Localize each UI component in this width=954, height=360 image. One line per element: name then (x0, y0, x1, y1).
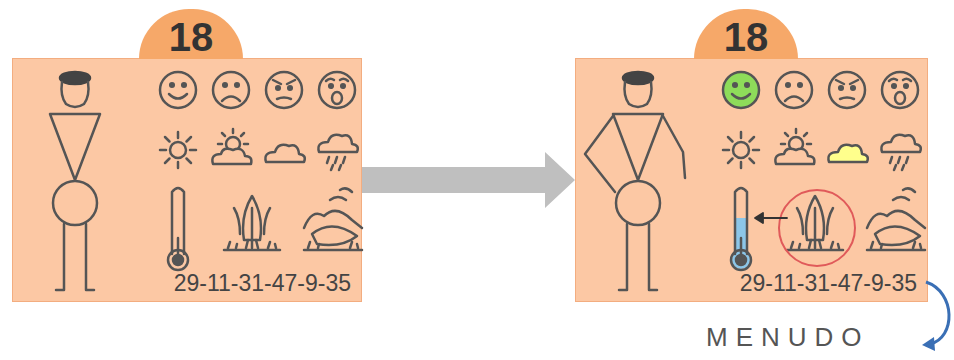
thermometer-icon (168, 188, 188, 270)
card-box: 1829-11-31-47-9-35 (575, 58, 928, 302)
weather-icons (160, 129, 358, 170)
highlight-circle (779, 190, 855, 266)
weather-icons (723, 129, 921, 170)
face-icons (723, 72, 918, 108)
stick-figure (585, 72, 685, 290)
card-illustration (585, 72, 925, 290)
caption-word: MENUDO (706, 322, 870, 353)
landscape-icon (304, 188, 362, 250)
card-number-tab: 18 (694, 9, 798, 59)
pointer-arrow (755, 213, 787, 223)
number-sequence: 29-11-31-47-9-35 (740, 270, 917, 297)
face-icons (160, 72, 355, 108)
card-number-tab: 18 (139, 9, 243, 59)
thermometer-icon (731, 188, 751, 270)
plant-icon (224, 196, 280, 250)
number-sequence: 29-11-31-47-9-35 (174, 270, 351, 297)
plant-icon (787, 196, 843, 250)
stick-figure (50, 72, 100, 290)
curved-arrow (922, 282, 949, 351)
card-illustration (50, 72, 362, 290)
transition-arrow (362, 152, 575, 208)
card-box: 1829-11-31-47-9-35 (12, 58, 362, 302)
landscape-icon (867, 188, 925, 250)
